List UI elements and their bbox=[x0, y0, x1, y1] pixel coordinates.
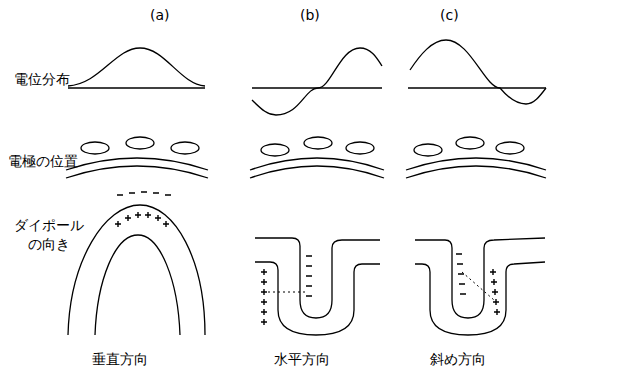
scalp-line bbox=[406, 166, 546, 178]
electrode bbox=[171, 142, 199, 154]
cortex-line bbox=[255, 238, 380, 318]
electrode bbox=[414, 144, 442, 156]
scalp-line bbox=[66, 158, 208, 170]
cortex-line bbox=[95, 235, 180, 335]
plus-charges bbox=[115, 212, 169, 227]
electrode bbox=[346, 142, 374, 154]
dipole-line bbox=[268, 292, 305, 293]
scalp-line bbox=[66, 166, 208, 178]
scalp-line bbox=[406, 158, 546, 170]
minus-charges bbox=[306, 256, 312, 296]
cortex-line bbox=[415, 262, 545, 335]
baseline bbox=[408, 87, 546, 88]
row-label: 電極の位置 bbox=[8, 152, 78, 171]
cortex-line bbox=[415, 238, 545, 318]
panel-letter: (b) bbox=[300, 6, 320, 25]
dipole-line bbox=[462, 272, 494, 300]
scalp-line bbox=[250, 166, 384, 178]
panel-letter: (a) bbox=[150, 6, 170, 25]
column-label: 斜め方向 bbox=[430, 350, 486, 369]
electrode bbox=[456, 137, 484, 149]
electrode bbox=[261, 144, 289, 156]
minus-charges bbox=[117, 192, 171, 195]
plus-charges bbox=[261, 269, 267, 325]
row-label: ダイポール の向き bbox=[8, 216, 90, 254]
potential-curve bbox=[410, 40, 546, 104]
potential-curve bbox=[252, 48, 382, 115]
minus-charges bbox=[456, 254, 466, 294]
cortex-line bbox=[255, 262, 380, 335]
electrode bbox=[496, 142, 524, 154]
baseline bbox=[68, 87, 205, 88]
row-label: 電位分布 bbox=[14, 70, 70, 89]
electrode bbox=[304, 137, 332, 149]
potential-curve bbox=[68, 48, 205, 86]
column-label: 垂直方向 bbox=[92, 350, 148, 369]
electrode bbox=[126, 137, 154, 149]
plus-charges bbox=[490, 269, 500, 315]
cortex-line bbox=[68, 205, 205, 335]
scalp-line bbox=[250, 158, 384, 170]
electrode bbox=[81, 142, 109, 154]
column-label: 水平方向 bbox=[274, 350, 330, 369]
panel-letter: (c) bbox=[440, 6, 459, 25]
